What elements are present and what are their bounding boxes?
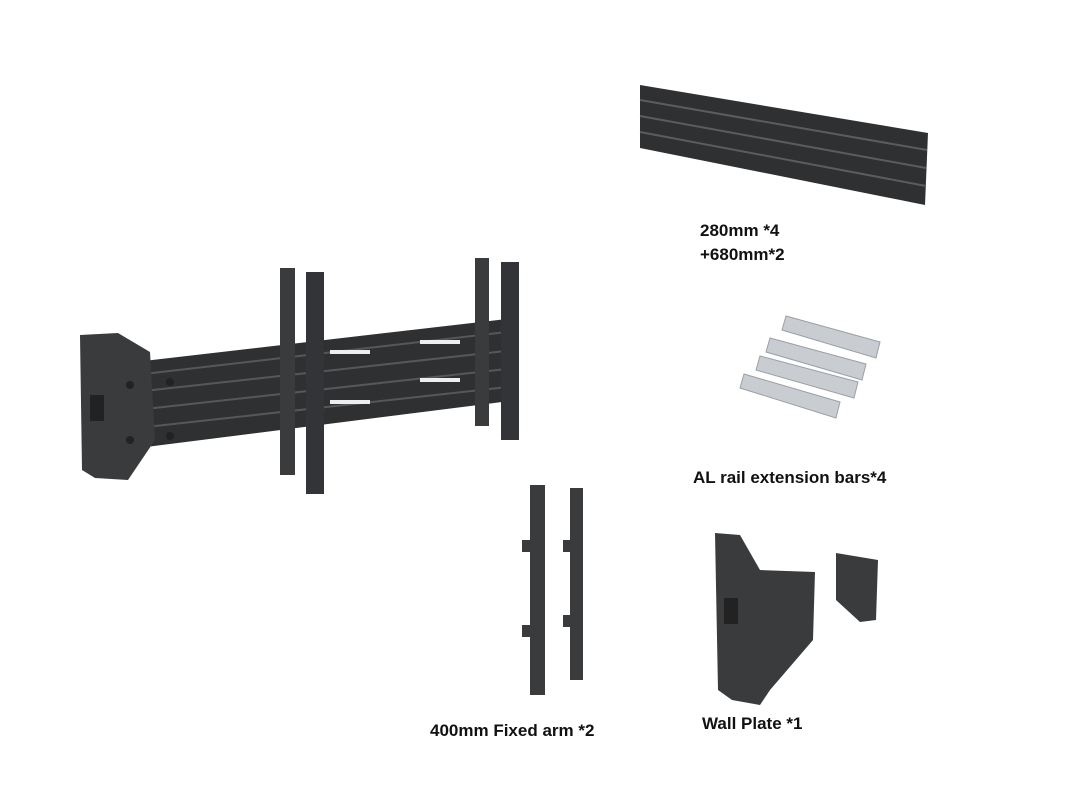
wall-plate-label: Wall Plate *1 xyxy=(702,714,803,733)
rail-label-line1: 280mm *4 xyxy=(700,221,780,240)
rail-label-line2: +680mm*2 xyxy=(700,245,785,264)
fixed-arm-label: 400mm Fixed arm *2 xyxy=(430,721,595,740)
wall-plate-image xyxy=(715,533,878,705)
assembled-mount-image xyxy=(80,258,519,494)
rail-image xyxy=(639,85,928,205)
extension-bars-image xyxy=(739,315,881,419)
fixed-arms-image xyxy=(522,485,583,695)
extension-bars-label: AL rail extension bars*4 xyxy=(693,468,887,487)
